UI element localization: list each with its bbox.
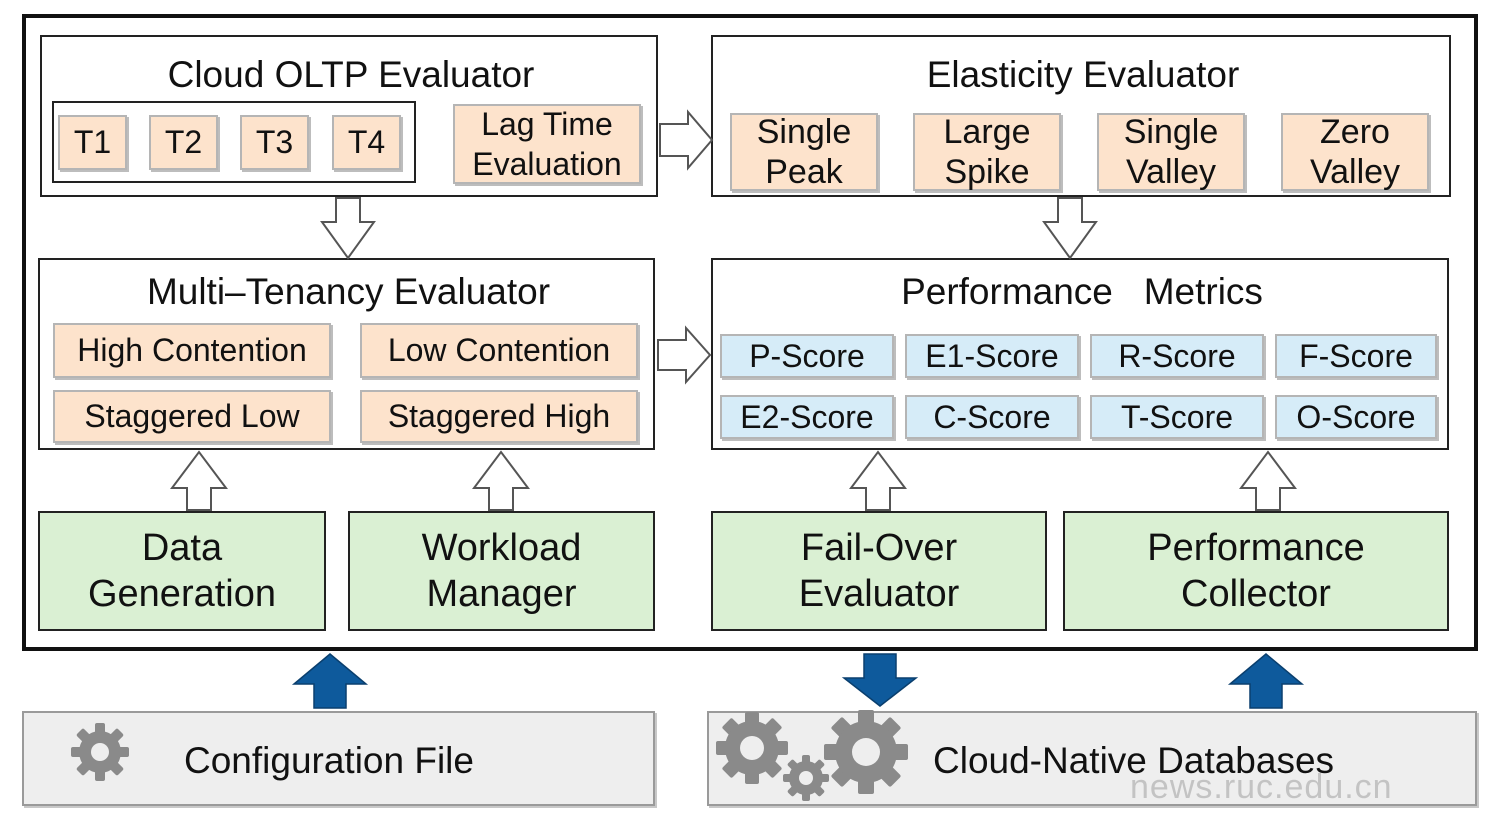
data-generation-module: Data Generation <box>38 511 326 631</box>
transaction-t3: T3 <box>240 115 309 170</box>
performance-collector-line-1: Performance <box>1147 527 1365 569</box>
lag-time-line-1: Lag Time <box>481 106 613 142</box>
large-spike-line-2: Spike <box>944 153 1030 191</box>
lag-time-line-2: Evaluation <box>472 146 622 182</box>
data-generation-line-1: Data <box>141 527 223 569</box>
performance-metrics-title: Performance Metrics <box>901 271 1263 312</box>
transaction-t2: T2 <box>149 115 218 170</box>
watermark: news.ruc.edu.cn <box>1130 768 1393 806</box>
configuration-file-label: Configuration File <box>184 740 474 781</box>
blue-up-arrow-icon <box>1227 653 1305 709</box>
elasticity-single-valley: Single Valley <box>1097 113 1245 191</box>
elasticity-evaluator-panel: Elasticity Evaluator Single Peak Large S… <box>711 35 1451 197</box>
high-contention: High Contention <box>53 323 331 378</box>
single-valley-line-2: Valley <box>1125 153 1217 191</box>
workload-manager-module: Workload Manager <box>348 511 655 631</box>
cloud-oltp-evaluator-panel: Cloud OLTP Evaluator T1 T2 T3 T4 Lag Tim… <box>40 35 658 197</box>
up-arrow-icon <box>170 450 228 511</box>
transaction-group <box>52 101 416 183</box>
o-score: O-Score <box>1275 395 1437 439</box>
transaction-t4: T4 <box>332 115 401 170</box>
up-arrow-icon <box>849 450 907 511</box>
transaction-t1: T1 <box>58 115 127 170</box>
staggered-low: Staggered Low <box>53 390 331 443</box>
elasticity-evaluator-title: Elasticity Evaluator <box>926 54 1240 95</box>
workload-manager-line-2: Manager <box>426 573 577 615</box>
single-peak-line-1: Single <box>756 113 852 151</box>
workload-manager-line-1: Workload <box>421 527 582 569</box>
elasticity-zero-valley: Zero Valley <box>1281 113 1429 191</box>
performance-collector-line-2: Collector <box>1181 573 1331 615</box>
cloud-native-databases-label: Cloud-Native Databases <box>933 740 1335 781</box>
fail-over-evaluator-module: Fail-Over Evaluator <box>711 511 1047 631</box>
fail-over-line-2: Evaluator <box>798 573 960 615</box>
e1-score: E1-Score <box>905 334 1079 378</box>
gear-icon <box>824 710 908 794</box>
down-arrow-icon <box>320 197 376 260</box>
performance-collector-module: Performance Collector <box>1063 511 1449 631</box>
t-score: T-Score <box>1090 395 1264 439</box>
multi-tenancy-evaluator-title: Multi–Tenancy Evaluator <box>146 271 551 312</box>
f-score: F-Score <box>1275 334 1437 378</box>
right-arrow-icon <box>659 109 714 171</box>
zero-valley-line-2: Valley <box>1309 153 1401 191</box>
multi-tenancy-evaluator-panel: Multi–Tenancy Evaluator High Contention … <box>38 258 655 450</box>
zero-valley-line-1: Zero <box>1320 113 1390 151</box>
p-score: P-Score <box>720 334 894 378</box>
single-valley-line-1: Single <box>1123 113 1219 151</box>
low-contention: Low Contention <box>360 323 638 378</box>
right-arrow-icon <box>657 325 712 385</box>
large-spike-line-1: Large <box>943 113 1031 151</box>
gear-icon <box>71 723 129 781</box>
r-score: R-Score <box>1090 334 1264 378</box>
performance-metrics-panel: Performance Metrics P-Score E1-Score R-S… <box>711 258 1449 450</box>
down-arrow-icon <box>1042 197 1098 260</box>
single-peak-line-2: Peak <box>765 153 843 191</box>
blue-down-arrow-icon <box>841 653 919 707</box>
up-arrow-icon <box>1239 450 1297 511</box>
cloud-oltp-evaluator-title: Cloud OLTP Evaluator <box>167 54 535 95</box>
data-generation-line-2: Generation <box>87 573 276 615</box>
lag-time-evaluation: Lag Time Evaluation <box>453 104 641 184</box>
e2-score: E2-Score <box>720 395 894 439</box>
configuration-file-box: Configuration File <box>22 711 655 806</box>
fail-over-line-1: Fail-Over <box>800 527 958 569</box>
blue-up-arrow-icon <box>291 653 369 709</box>
c-score: C-Score <box>905 395 1079 439</box>
gear-icon <box>783 755 829 801</box>
elasticity-large-spike: Large Spike <box>913 113 1061 191</box>
elasticity-single-peak: Single Peak <box>730 113 878 191</box>
up-arrow-icon <box>472 450 530 511</box>
staggered-high: Staggered High <box>360 390 638 443</box>
gear-icon <box>716 712 788 784</box>
system-frame <box>22 14 1478 651</box>
